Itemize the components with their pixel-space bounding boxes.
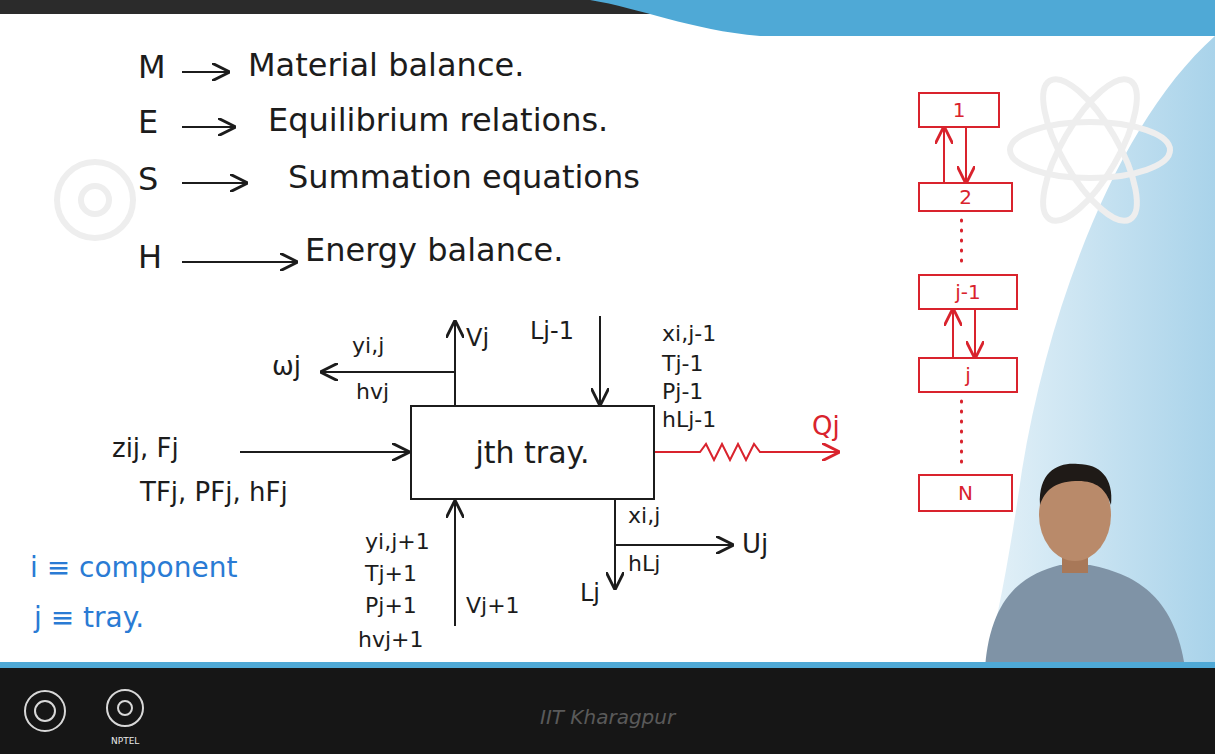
stream-name: Lj: [580, 580, 600, 606]
node-text: j: [965, 364, 971, 386]
stream-variable: Tj+1: [365, 562, 417, 586]
column-tray: 1: [918, 92, 1000, 128]
node-text: jth tray.: [475, 436, 589, 469]
stream-variable: yi,j+1: [365, 530, 430, 554]
stream-name: ωj: [272, 352, 301, 381]
index-note: i ≡ component: [30, 553, 237, 584]
equation-name: Summation equations: [288, 160, 640, 195]
heat-duty: Qj: [812, 412, 840, 441]
stream-arrow: [943, 128, 945, 182]
watermark-icons: [57, 67, 1170, 238]
stream-arrow: [952, 310, 954, 357]
bottom-line: [0, 662, 1215, 668]
node-text: 2: [959, 186, 972, 208]
stream-name: Vj: [466, 325, 489, 351]
column-tray: j: [918, 357, 1018, 393]
stream-variable: hvj+1: [358, 628, 424, 652]
heat-duty-arrow: [655, 444, 838, 460]
node-text: 1: [953, 99, 966, 121]
stream-variable: hLj-1: [662, 408, 716, 432]
dotted-link: [960, 401, 963, 466]
bottom-bar: [0, 668, 1215, 754]
mesh-arrows: [182, 72, 296, 262]
stream-variable: hLj: [628, 552, 660, 576]
stream-variable: Tj-1: [662, 352, 704, 376]
side-panel: [985, 36, 1215, 668]
equation-letter: M: [138, 50, 166, 85]
column-tray: 2: [918, 182, 1013, 212]
column-tray: j-1: [918, 274, 1018, 310]
stream-arrow: [965, 128, 967, 182]
stream-variable: Pj+1: [365, 594, 417, 618]
stream-arrow: [974, 310, 976, 357]
tray-box: jth tray.: [410, 405, 655, 500]
stream-variable: yi,j: [352, 334, 384, 358]
logo-caption: NPTEL: [111, 737, 139, 747]
stream-variable: Pj-1: [662, 380, 703, 404]
equation-name: Energy balance.: [305, 233, 563, 268]
equation-letter: S: [138, 162, 158, 197]
dotted-link: [960, 220, 963, 266]
institute-logo: [25, 690, 143, 731]
stream-arrows: [240, 316, 732, 626]
stream-name: Lj-1: [530, 318, 574, 344]
equation-name: Material balance.: [248, 48, 524, 83]
feed-variable: TFj, PFj, hFj: [140, 478, 288, 507]
index-note: j ≡ tray.: [34, 603, 144, 634]
presenter-figure: [985, 464, 1185, 668]
column-tray: N: [918, 474, 1013, 512]
feed-variable: zij, Fj: [112, 434, 179, 463]
header-swoosh: [590, 0, 1215, 36]
stream-variable: xi,j-1: [662, 322, 716, 346]
node-text: N: [958, 482, 973, 504]
stream-variable: hvj: [356, 380, 389, 404]
watermark: IIT Kharagpur: [540, 706, 675, 728]
equation-letter: H: [138, 240, 162, 275]
equation-letter: E: [138, 105, 158, 140]
stream-variable: xi,j: [628, 504, 660, 528]
equation-name: Equilibrium relations.: [268, 103, 608, 138]
stream-name: Uj: [742, 530, 768, 559]
node-text: j-1: [955, 281, 981, 303]
stream-name: Vj+1: [466, 594, 520, 618]
